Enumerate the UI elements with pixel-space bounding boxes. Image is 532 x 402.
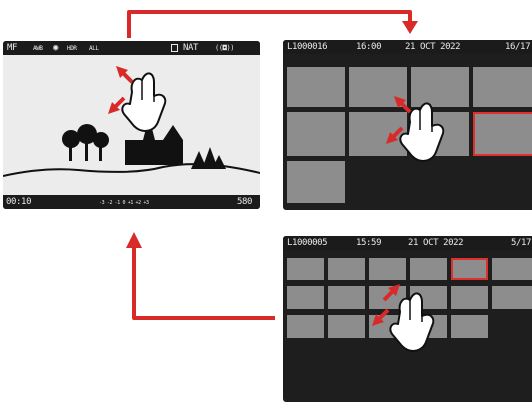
pinch-out-hand-icon: [370, 282, 440, 358]
selected-thumbnail[interactable]: [473, 112, 532, 156]
thumbnail[interactable]: [492, 286, 532, 309]
live-view-top-bar: MF AWB ◉ HDR ALL NAT ((◘)): [3, 41, 260, 55]
thumbnail[interactable]: [369, 258, 406, 280]
elapsed-time: 00:10: [6, 195, 31, 209]
image-counter: 16/17: [505, 40, 530, 54]
exposure-scale: -3 -2 -1 0 +1 +2 +3: [99, 196, 149, 209]
capture-time: 15:59: [356, 236, 381, 250]
shots-remaining: 580: [237, 195, 252, 209]
thumbnail[interactable]: [287, 315, 324, 338]
thumbnail[interactable]: [451, 315, 488, 338]
pinch-in-hand-icon: [380, 92, 450, 168]
film-style-label: NAT: [183, 41, 198, 55]
focus-mode-label: MF: [7, 41, 17, 55]
thumbnail[interactable]: [328, 315, 365, 338]
arrow-back-to-liveview: [134, 248, 275, 318]
playback-20-info-bar: L1000005 15:59 21 OCT 2022 5/17: [283, 236, 532, 250]
capture-date: 21 OCT 2022: [408, 236, 463, 250]
thumbnail[interactable]: [287, 286, 324, 309]
thumbnail[interactable]: [328, 258, 365, 280]
capture-date: 21 OCT 2022: [405, 40, 460, 54]
selected-thumbnail[interactable]: [451, 258, 488, 280]
sd-card-icon: [171, 44, 178, 52]
thumbnail[interactable]: [287, 161, 345, 203]
file-name: L1000005: [287, 236, 327, 250]
arrow-head-up: [126, 232, 142, 248]
thumbnail[interactable]: [410, 258, 447, 280]
capture-time: 16:00: [356, 40, 381, 54]
live-view-bottom-bar: 00:10 -3 -2 -1 0 +1 +2 +3 580: [3, 195, 260, 209]
arrow-to-playback: [129, 12, 410, 38]
hdr-icon: HDR: [67, 42, 77, 56]
flash-icon: ((◘)): [215, 41, 234, 55]
image-counter: 5/17: [511, 236, 531, 250]
thumbnail[interactable]: [473, 67, 532, 107]
white-balance-icon: AWB: [33, 42, 43, 56]
thumbnail[interactable]: [328, 286, 365, 309]
all-icon: ALL: [89, 42, 99, 56]
thumbnail[interactable]: [287, 258, 324, 280]
thumbnail[interactable]: [492, 258, 532, 280]
metering-icon: ◉: [53, 41, 58, 55]
thumbnail[interactable]: [287, 67, 345, 107]
pinch-in-hand-icon: [102, 62, 172, 138]
thumbnail[interactable]: [451, 286, 488, 309]
arrow-head-down: [402, 21, 418, 34]
thumbnail[interactable]: [287, 112, 345, 156]
file-name: L1000016: [287, 40, 327, 54]
playback-9-info-bar: L1000016 16:00 21 OCT 2022 16/17: [283, 40, 532, 54]
